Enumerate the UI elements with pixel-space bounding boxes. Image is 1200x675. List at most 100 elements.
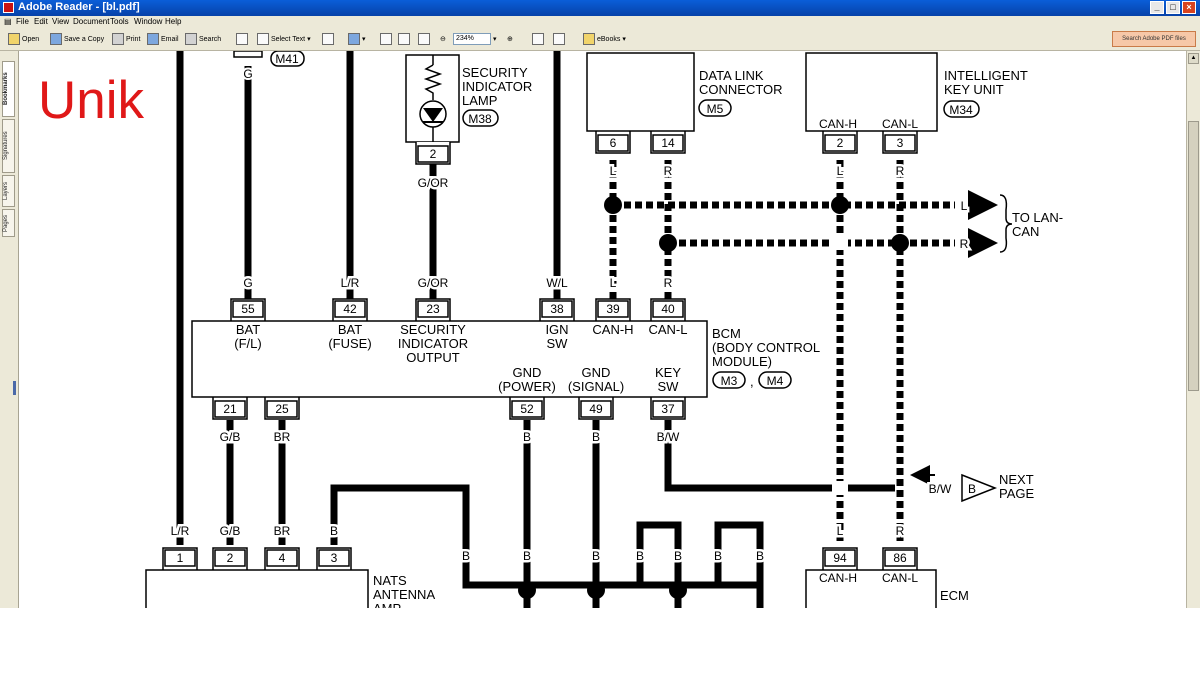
page-icon [418,33,430,45]
tab-signatures[interactable]: Signatures [2,119,15,173]
zoom-level-box[interactable]: 234%▾ [453,32,497,46]
scroll-thumb[interactable] [1188,121,1199,391]
pin-number: 49 [589,402,603,416]
minimize-button[interactable]: _ [1150,1,1164,14]
pin-number: 42 [343,302,357,316]
search-pdf-box[interactable]: Search Adobe PDF files [1112,31,1196,47]
panel-splitter-handle[interactable] [13,381,16,395]
wire-label-g-b: G/B [220,430,241,444]
pin-box [417,300,449,318]
open-button[interactable]: Open [8,32,39,46]
junction-dot [831,196,849,214]
pin-number: 2 [227,551,234,565]
badge-m3 [712,371,746,389]
bcm-sig-gnd-signal: GND(SIGNAL) [568,365,624,394]
tab-layers[interactable]: Layers [2,175,15,207]
wire-label-r: R [896,524,905,538]
rotate-button[interactable] [532,32,544,46]
ebooks-button[interactable]: eBooks▾ [583,32,626,46]
badge-separator: , [750,374,754,389]
tab-pages[interactable]: Pages [2,209,15,237]
menu-help[interactable]: Help [165,17,182,26]
pin-box [541,300,573,318]
wire-label-g: G [243,67,252,81]
zoom-out-button[interactable]: ⊖ [440,32,446,46]
menu-view[interactable]: View [52,17,70,26]
search-button[interactable]: Search [185,32,221,46]
fit-width-button[interactable] [418,32,430,46]
menu-document[interactable]: Document [73,17,110,26]
close-button[interactable]: × [1182,1,1196,14]
bcm-sig-bat-fuse: BAT(FUSE) [328,322,371,351]
maximize-button[interactable]: □ [1166,1,1180,14]
next-page-label: NEXT PAGE [999,472,1037,501]
window-controls: _ □ × [1150,1,1196,14]
pages-button[interactable] [553,32,565,46]
pin-box [232,300,264,318]
print-button[interactable]: Print [112,32,140,46]
minus-circle-icon: ⊖ [440,36,446,43]
wire-label-l: L [610,164,617,178]
text-cursor-icon [257,33,269,45]
toolbar: Open Save a Copy Print Email Search Sele… [0,28,1200,51]
zoom-in-tool-button[interactable]: ▾ [348,32,366,46]
save-copy-button[interactable]: Save a Copy [50,32,104,46]
ecm-can-l-label: CAN-L [882,571,918,585]
pin-box [652,134,684,152]
fit-page-button[interactable] [398,32,410,46]
wire-label-b: B [714,549,722,563]
next-page-badge-label: B [968,482,976,496]
wire-label-b: B [636,549,644,563]
badge-m41 [270,51,305,67]
wire-ground-loop-1 [636,521,682,610]
label-m34: M34 [949,103,973,117]
pin-number: 3 [897,136,904,150]
wire-ground-bus [330,484,760,589]
pin-number: 55 [241,302,255,316]
menu-edit[interactable]: Edit [34,17,48,26]
nats-label: NATS ANTENNA AMP. [373,573,438,611]
pin-box [164,549,196,567]
email-button[interactable]: Email [147,32,179,46]
pin-box [884,549,916,567]
menu-tools[interactable]: Tools [110,17,129,26]
scroll-up-icon[interactable]: ▲ [1188,53,1199,64]
wire-label-l: L [961,199,968,213]
navigation-panel: Bookmarks Signatures Layers Pages [0,51,19,675]
wire-label-g: G [243,276,252,290]
zoom-in-button[interactable]: ⊕ [507,32,513,46]
vertical-scrollbar[interactable]: ▲ [1186,51,1200,611]
rotate-icon [532,33,544,45]
window-title: Adobe Reader - [bl.pdf] [18,1,140,13]
wire-label-g-or: G/OR [418,176,449,190]
wire-label-b: B [592,549,600,563]
binoculars-icon [185,33,197,45]
wire-label-r: R [664,276,673,290]
snapshot-button[interactable] [322,32,334,46]
wire-label-br: BR [274,430,291,444]
pin-number: 23 [426,302,440,316]
tab-bookmarks[interactable]: Bookmarks [2,61,15,117]
hand-tool-button[interactable] [236,32,248,46]
adobe-reader-icon [3,2,14,13]
wire-label-l: L [837,164,844,178]
bcm-sig-gnd-power: GND(POWER) [498,365,556,394]
dlc-label: DATA LINK CONNECTOR [699,68,783,97]
wire-ground-loop-2 [714,521,764,610]
floppy-icon [50,33,62,45]
wire-label-br: BR [274,524,291,538]
pin-box [334,300,366,318]
menu-file[interactable]: File [16,17,29,26]
wire-label-b: B [523,549,531,563]
junction-dot [659,234,677,252]
hand-icon [236,33,248,45]
pin-box [652,300,684,318]
pin-box [214,549,246,567]
actual-size-button[interactable] [380,32,392,46]
iku-can-l-label: CAN-L [882,117,918,131]
menu-window[interactable]: Window [134,17,163,26]
pdf-menu-icon[interactable]: ▤ [4,17,12,26]
select-text-button[interactable]: Select Text▾ [257,32,311,46]
